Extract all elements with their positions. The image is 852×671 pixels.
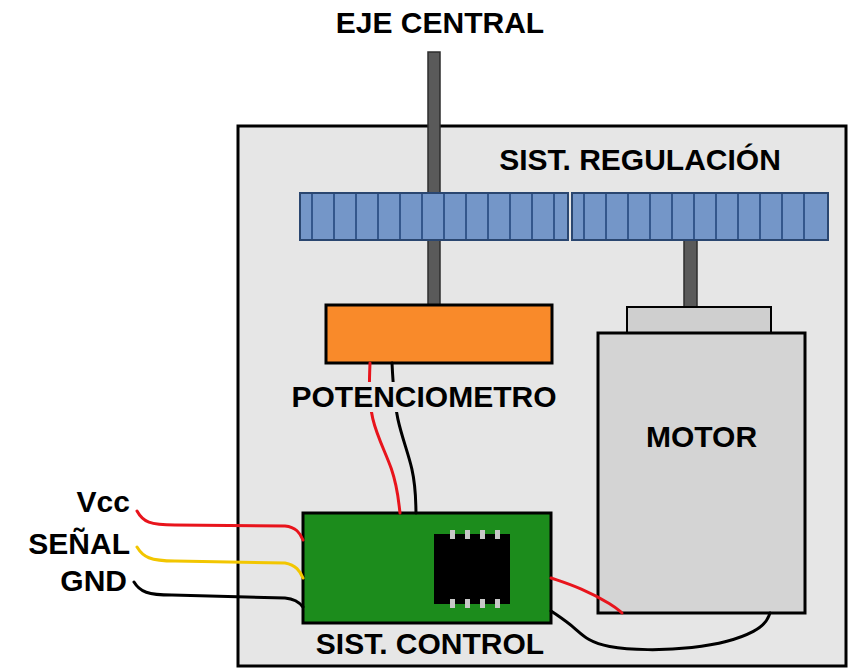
vcc-wire <box>137 511 303 540</box>
gear-tooth <box>649 194 651 239</box>
part-name: POTENCIOMETRO <box>288 382 561 412</box>
signal-wire <box>137 547 303 578</box>
gear-tooth <box>693 194 695 239</box>
gear-tooth <box>399 194 401 239</box>
gear-tooth <box>443 194 445 239</box>
gear-tooth <box>781 194 783 239</box>
chip-pin <box>480 530 485 539</box>
potentiometer: POTENCIOMETRO <box>326 305 552 363</box>
pin-name: GND <box>60 566 127 596</box>
motor-gear <box>572 193 828 240</box>
gear-tooth <box>421 194 423 239</box>
wire <box>551 578 622 613</box>
chip-pin <box>465 599 470 608</box>
gear-tooth <box>737 194 739 239</box>
control-board <box>303 513 551 623</box>
pin-name: Vcc <box>77 487 130 517</box>
chip-pin <box>450 530 455 539</box>
gear-train-drawing <box>300 193 828 240</box>
gear-tooth <box>605 194 607 239</box>
wire <box>551 611 770 650</box>
gear-train: SIST. REGULACIÓN <box>300 193 828 240</box>
chip-pins <box>450 530 500 608</box>
gear-tooth <box>671 194 673 239</box>
gnd-wire <box>134 582 303 607</box>
servo-housing <box>238 126 846 666</box>
chip-pin <box>465 530 470 539</box>
pin-name: SEÑAL <box>28 529 130 559</box>
chip-pin <box>450 599 455 608</box>
part-name: MOTOR <box>646 422 757 452</box>
gear-tooth <box>531 194 533 239</box>
central-shaft <box>428 52 440 306</box>
chip-pin <box>495 530 500 539</box>
gear-tooth <box>803 194 805 239</box>
part-name: SIST. CONTROL <box>316 629 544 659</box>
part-name: SIST. REGULACIÓN <box>499 145 781 175</box>
gear-tooth <box>355 194 357 239</box>
chip-pin <box>480 599 485 608</box>
gear-tooth <box>627 194 629 239</box>
control-system: SIST. CONTROL <box>303 513 551 623</box>
motor-shaft <box>684 238 697 308</box>
gear-tooth <box>715 194 717 239</box>
chip-pin <box>495 599 500 608</box>
gear-tooth <box>553 194 555 239</box>
gear-tooth <box>377 194 379 239</box>
motor-cap <box>627 307 771 333</box>
gear-tooth <box>311 194 313 239</box>
gear-tooth <box>333 194 335 239</box>
gear-tooth <box>583 194 585 239</box>
motor-body <box>598 333 805 613</box>
main-gear <box>300 193 568 240</box>
gear-tooth <box>509 194 511 239</box>
gear-tooth <box>759 194 761 239</box>
gear-tooth <box>487 194 489 239</box>
input-wires <box>134 511 303 607</box>
wire-pair <box>551 578 770 650</box>
shaft-label: EJE CENTRAL <box>336 8 544 38</box>
chip <box>434 534 510 604</box>
gear-tooth <box>465 194 467 239</box>
motor: MOTOR <box>598 333 805 613</box>
potentiometer-body <box>326 305 552 363</box>
